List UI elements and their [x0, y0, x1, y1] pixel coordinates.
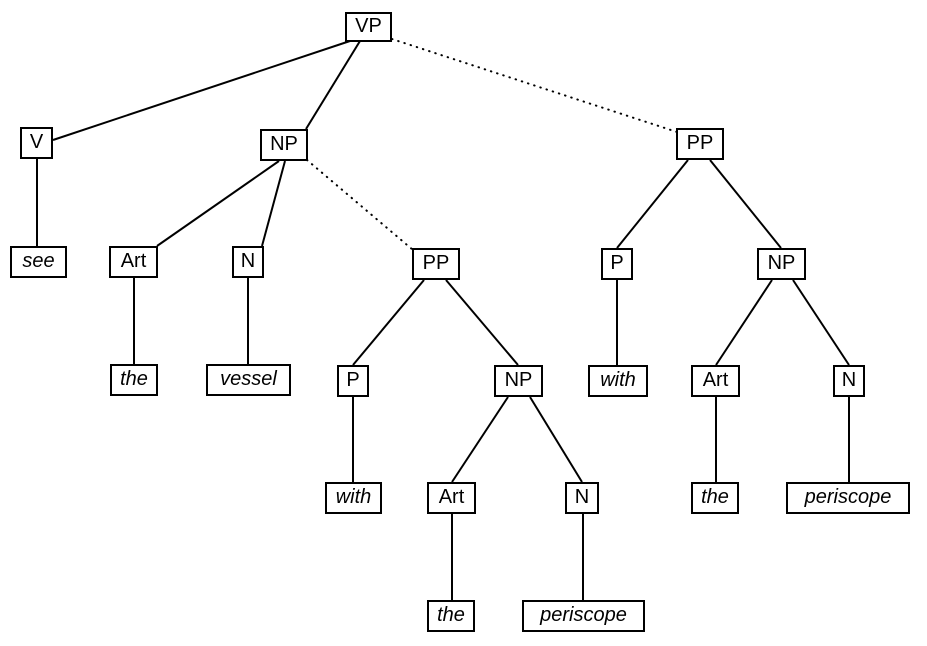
- tree-edge-npmid-to-n2: [529, 396, 583, 483]
- tree-node-v[interactable]: V: [20, 127, 53, 159]
- tree-node-label: NP: [767, 252, 796, 274]
- tree-edge-vp-to-ppright: [391, 38, 678, 133]
- tree-edge-vp-to-np1: [305, 40, 361, 130]
- tree-node-artright[interactable]: Art: [691, 365, 740, 397]
- tree-node-label: the: [120, 368, 148, 390]
- tree-node-label: the: [437, 604, 465, 626]
- tree-node-the2[interactable]: the: [427, 600, 475, 632]
- tree-node-label: with: [600, 369, 636, 391]
- tree-node-withmid[interactable]: with: [325, 482, 382, 514]
- tree-node-vessel[interactable]: vessel: [206, 364, 291, 396]
- tree-node-label: Art: [702, 369, 729, 391]
- tree-node-n1[interactable]: N: [232, 246, 264, 278]
- tree-edge-ppmid-to-npmid: [445, 279, 519, 366]
- tree-node-label: NP: [270, 133, 298, 155]
- tree-edge-np1-to-ppmid: [306, 159, 414, 251]
- tree-edge-ppright-to-pright: [616, 159, 689, 249]
- tree-node-pright[interactable]: P: [601, 248, 633, 280]
- tree-node-ppmid[interactable]: PP: [412, 248, 460, 280]
- tree-node-label: vessel: [220, 368, 277, 390]
- tree-node-label: NP: [504, 369, 533, 391]
- tree-node-pmid[interactable]: P: [337, 365, 369, 397]
- tree-node-label: V: [29, 131, 44, 153]
- tree-edge-ppright-to-npright: [709, 159, 782, 249]
- tree-edge-np1-to-art1: [156, 160, 280, 247]
- tree-edge-np1-to-n1: [261, 160, 286, 247]
- tree-node-see[interactable]: see: [10, 246, 67, 278]
- tree-node-label: VP: [355, 15, 382, 37]
- tree-node-label: periscope: [804, 486, 892, 508]
- tree-node-the1[interactable]: the: [110, 364, 158, 396]
- tree-node-label: N: [240, 250, 256, 272]
- tree-edge-npmid-to-art2: [451, 396, 509, 483]
- tree-edge-ppmid-to-pmid: [352, 279, 425, 366]
- tree-node-label: see: [22, 250, 55, 272]
- tree-node-np1[interactable]: NP: [260, 129, 308, 161]
- tree-node-perright[interactable]: periscope: [786, 482, 910, 514]
- tree-edge-npright-to-nright: [792, 279, 850, 366]
- tree-node-art1[interactable]: Art: [109, 246, 158, 278]
- tree-node-withright[interactable]: with: [588, 365, 648, 397]
- tree-node-n2[interactable]: N: [565, 482, 599, 514]
- tree-node-label: Art: [438, 486, 465, 508]
- tree-node-label: with: [335, 486, 372, 508]
- tree-edge-vp-to-v: [52, 40, 351, 141]
- tree-node-label: the: [701, 486, 729, 508]
- tree-node-nright[interactable]: N: [833, 365, 865, 397]
- tree-node-theright[interactable]: the: [691, 482, 739, 514]
- tree-node-npright[interactable]: NP: [757, 248, 806, 280]
- tree-node-label: P: [346, 369, 360, 391]
- tree-node-art2[interactable]: Art: [427, 482, 476, 514]
- tree-node-ppright[interactable]: PP: [676, 128, 724, 160]
- tree-node-label: N: [574, 486, 590, 508]
- tree-node-npmid[interactable]: NP: [494, 365, 543, 397]
- tree-node-label: PP: [686, 132, 714, 154]
- tree-node-label: PP: [422, 252, 450, 274]
- tree-node-label: Art: [120, 250, 147, 272]
- tree-node-label: periscope: [540, 604, 627, 626]
- tree-node-per2[interactable]: periscope: [522, 600, 645, 632]
- tree-node-label: P: [610, 252, 624, 274]
- tree-node-label: N: [841, 369, 857, 391]
- tree-edge-npright-to-artright: [715, 279, 773, 366]
- tree-node-vp[interactable]: VP: [345, 12, 392, 42]
